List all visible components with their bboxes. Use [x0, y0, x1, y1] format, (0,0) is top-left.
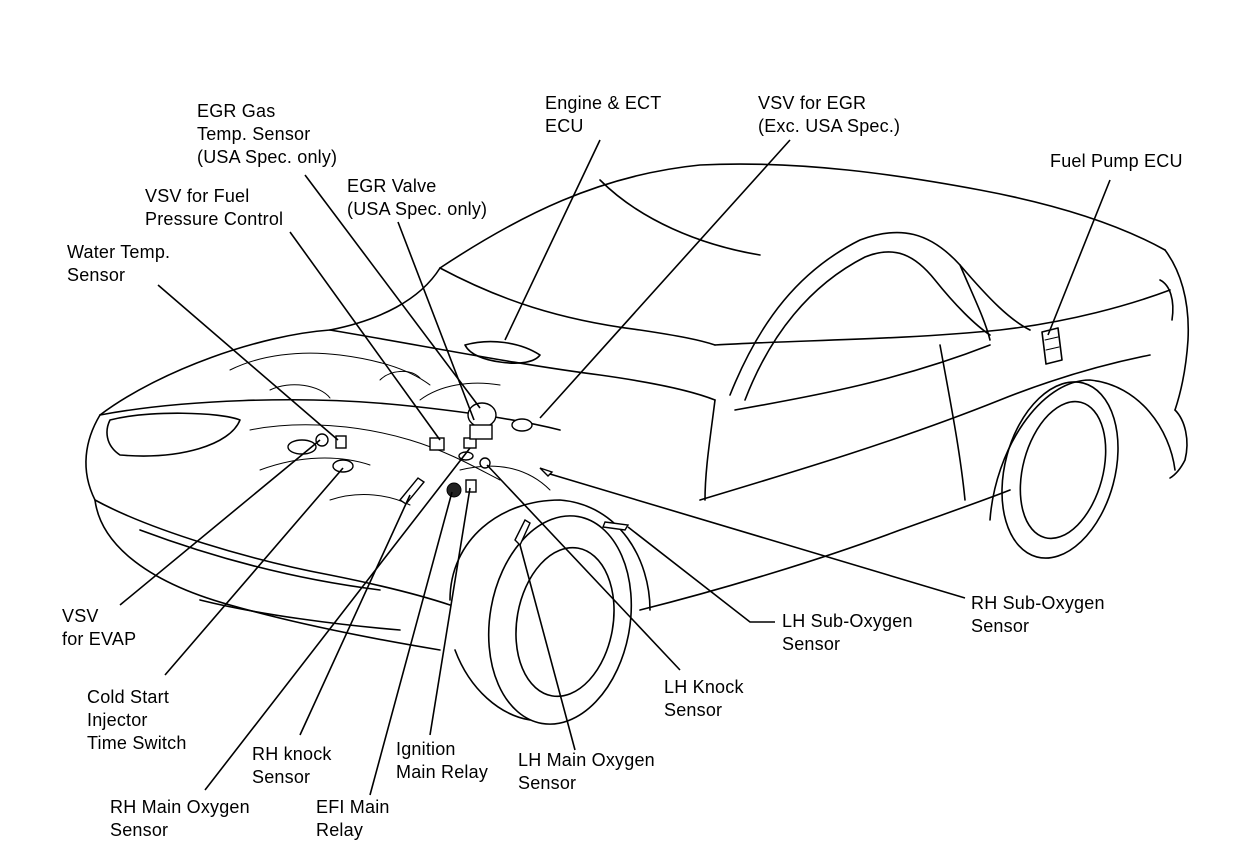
- leader-engine-ecu: [504, 139, 601, 341]
- label-rh-knock-sensor: RH knock Sensor: [252, 744, 332, 787]
- leader-vsv-egr: [539, 139, 791, 419]
- label-ignition-main-relay: Ignition Main Relay: [396, 739, 489, 782]
- car-outline: [85, 163, 1190, 725]
- label-efi-main-relay: EFI Main Relay: [316, 797, 390, 840]
- leader-egr-gas-temp: [304, 174, 481, 409]
- label-vsv-for-egr: VSV for EGR (Exc. USA Spec.): [758, 93, 901, 136]
- leader-lh-main-o2: [519, 544, 576, 751]
- leader-rh-sub-o2: [549, 473, 966, 599]
- label-rh-main-oxygen-sensor: RH Main Oxygen Sensor: [110, 797, 250, 840]
- leader-cold-start: [164, 467, 344, 676]
- label-egr-gas-temp-sensor: EGR Gas Temp. Sensor (USA Spec. only): [197, 101, 338, 167]
- leader-lh-knock: [486, 464, 681, 671]
- label-lh-knock-sensor: LH Knock Sensor: [664, 677, 744, 720]
- label-lh-main-oxygen-sensor: LH Main Oxygen Sensor: [518, 750, 655, 793]
- leader-ignition-main-relay: [429, 487, 471, 736]
- label-water-temp-sensor: Water Temp. Sensor: [67, 242, 171, 285]
- leader-lines: [119, 139, 1111, 796]
- label-engine-ect-ecu: Engine & ECT ECU: [545, 93, 662, 136]
- leader-fuel-pump-ecu: [1047, 179, 1111, 336]
- label-cold-start-injector-time-switch: Cold Start Injector Time Switch: [87, 687, 187, 753]
- leader-lh-sub-o2: [627, 526, 775, 623]
- label-vsv-fuel-pressure-control: VSV for Fuel Pressure Control: [145, 186, 284, 229]
- leader-vsv-fuel-pressure: [289, 231, 441, 441]
- leader-efi-main-relay: [369, 491, 453, 796]
- leader-vsv-evap: [119, 439, 321, 606]
- label-fuel-pump-ecu: Fuel Pump ECU: [1050, 151, 1183, 171]
- label-egr-valve: EGR Valve (USA Spec. only): [347, 176, 488, 219]
- leader-rh-main-o2: [204, 447, 471, 791]
- components: [287, 402, 630, 547]
- leader-water-temp: [157, 284, 339, 441]
- label-vsv-for-evap: VSV for EVAP: [62, 606, 137, 649]
- label-rh-sub-oxygen-sensor: RH Sub-Oxygen Sensor: [971, 593, 1105, 636]
- leader-egr-valve: [397, 221, 475, 421]
- label-lh-sub-oxygen-sensor: LH Sub-Oxygen Sensor: [782, 611, 913, 654]
- leader-rh-knock: [299, 494, 411, 736]
